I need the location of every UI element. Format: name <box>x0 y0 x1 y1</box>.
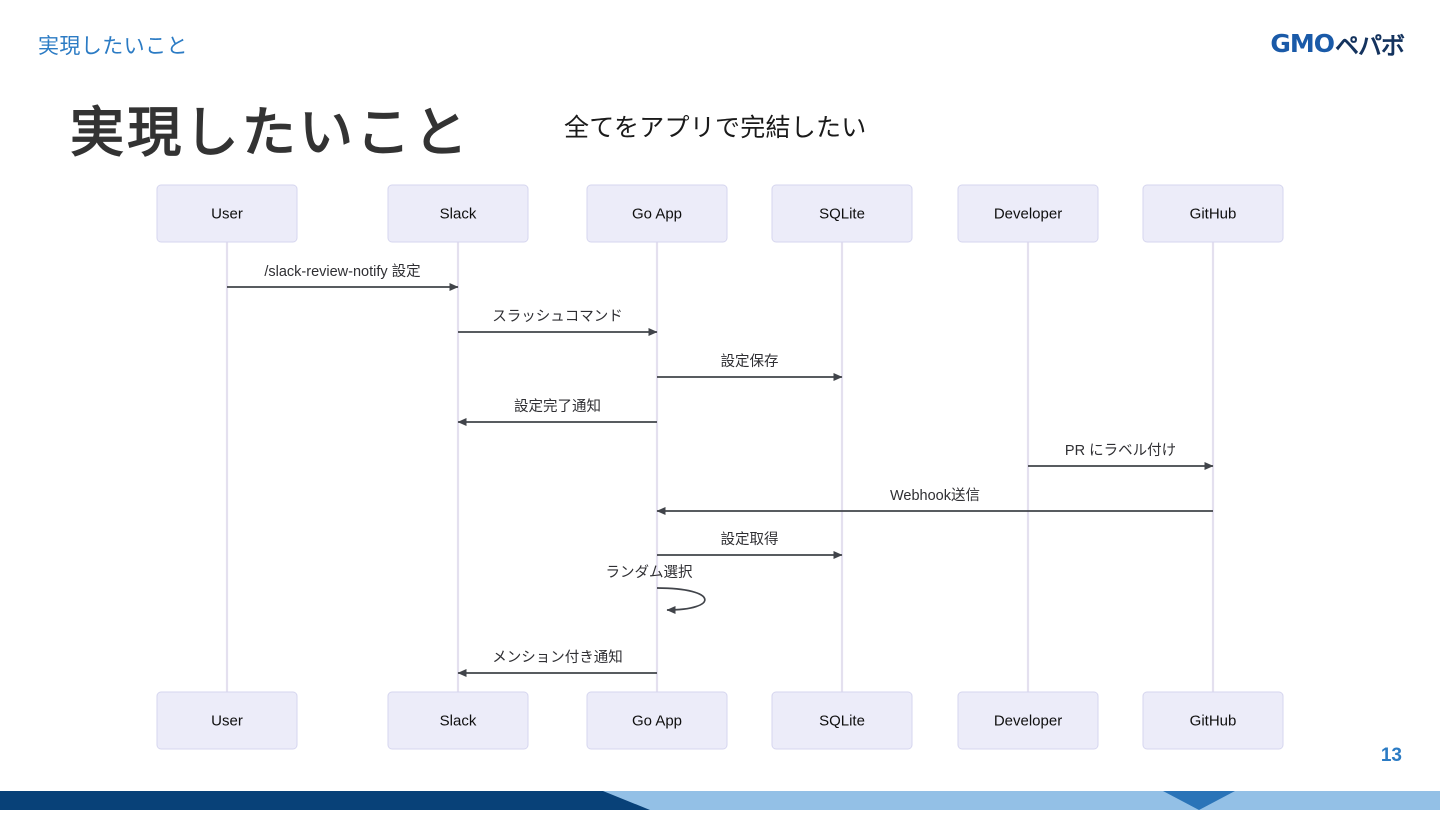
message-3: 設定完了通知 <box>457 398 657 426</box>
footer-decoration <box>0 786 1440 810</box>
participants-bottom-group: User Slack Go App SQLite Developer GitHub <box>156 691 1284 750</box>
message-0: /slack-review-notify 設定 <box>227 263 459 291</box>
participant-developer-top: Developer <box>957 184 1099 243</box>
participant-label: User <box>211 205 243 222</box>
participant-label: Go App <box>632 205 682 222</box>
participant-slack-bottom: Slack <box>387 691 529 750</box>
participant-label: SQLite <box>819 712 865 729</box>
footer-navy-trapezoid <box>0 791 650 810</box>
message-7: ランダム選択 <box>606 564 706 614</box>
participants-top-group: User Slack Go App SQLite Developer GitHub <box>156 184 1284 243</box>
logo-pepabo-text: ペパボ <box>1335 32 1405 60</box>
participant-box <box>771 184 913 243</box>
message-label: 設定取得 <box>721 531 779 548</box>
participant-label: Go App <box>632 712 682 729</box>
participant-github-top: GitHub <box>1142 184 1284 243</box>
message-8: メンション付き通知 <box>457 649 657 677</box>
participant-slack-top: Slack <box>387 184 529 243</box>
page-number: 13 <box>1380 745 1402 766</box>
page-title: 実現したいこと <box>70 103 471 163</box>
message-2: 設定保存 <box>657 353 843 381</box>
participant-label: Developer <box>994 712 1062 729</box>
participant-box <box>586 691 728 750</box>
participant-label: SQLite <box>819 205 865 222</box>
participant-box <box>771 691 913 750</box>
gmo-pepabo-logo: GMO ペパボ <box>1270 28 1405 60</box>
participant-box <box>156 691 298 750</box>
message-6: 設定取得 <box>657 531 843 559</box>
participant-label: GitHub <box>1190 205 1237 222</box>
message-label: 設定保存 <box>721 353 779 370</box>
participant-label: User <box>211 712 243 729</box>
message-label: ランダム選択 <box>606 564 693 581</box>
message-label: /slack-review-notify 設定 <box>264 263 420 280</box>
participant-label: Developer <box>994 205 1062 222</box>
participant-goapp-bottom: Go App <box>586 691 728 750</box>
participant-box <box>156 184 298 243</box>
sequence-diagram: /slack-review-notify 設定スラッシュコマンド設定保存設定完了… <box>0 150 1440 770</box>
participant-box <box>1142 691 1284 750</box>
participant-github-bottom: GitHub <box>1142 691 1284 750</box>
participant-user-top: User <box>156 184 298 243</box>
message-4: PR にラベル付け <box>1028 442 1214 470</box>
lifelines-group <box>225 242 1215 692</box>
footer-blue-triangle <box>1163 791 1235 810</box>
participant-box <box>957 691 1099 750</box>
message-label: メンション付き通知 <box>492 649 623 666</box>
participant-developer-bottom: Developer <box>957 691 1099 750</box>
participant-box <box>1142 184 1284 243</box>
message-label: PR にラベル付け <box>1065 442 1176 459</box>
participant-box <box>957 184 1099 243</box>
participant-box <box>586 184 728 243</box>
participant-box <box>387 691 529 750</box>
message-1: スラッシュコマンド <box>458 309 658 336</box>
messages-group: /slack-review-notify 設定スラッシュコマンド設定保存設定完了… <box>227 263 1214 677</box>
participant-label: GitHub <box>1190 712 1237 729</box>
message-5: Webhook送信 <box>656 487 1213 515</box>
participant-goapp-top: Go App <box>586 184 728 243</box>
self-loop-arrow <box>656 587 706 614</box>
logo-gmo-text: GMO <box>1270 28 1335 58</box>
message-label: 設定完了通知 <box>514 398 601 415</box>
breadcrumb: 実現したいこと <box>38 35 188 58</box>
participant-sqlite-bottom: SQLite <box>771 691 913 750</box>
slide-header: 実現したいこと GMO ペパボ <box>0 0 1440 76</box>
participant-box <box>387 184 529 243</box>
message-label: スラッシュコマンド <box>492 309 623 325</box>
participant-label: Slack <box>440 205 477 222</box>
participant-sqlite-top: SQLite <box>771 184 913 243</box>
page-subtitle: 全てをアプリで完結したい <box>564 114 867 142</box>
message-label: Webhook送信 <box>890 487 980 504</box>
participant-user-bottom: User <box>156 691 298 750</box>
participant-label: Slack <box>440 712 477 729</box>
